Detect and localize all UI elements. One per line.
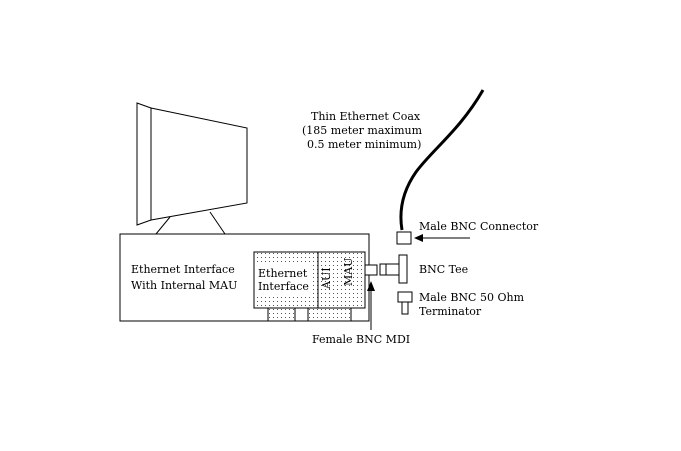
terminator-label-line1: Male BNC 50 Ohm [419, 291, 525, 304]
male-bnc-connector-label: Male BNC Connector [419, 220, 539, 233]
bnc-tee [379, 254, 408, 284]
terminator-label-line2: Terminator [419, 305, 482, 318]
mau-label: MAU [342, 258, 355, 286]
monitor [136, 102, 248, 235]
card-label-line1: Ethernet [258, 267, 308, 280]
coax-label-line3: 0.5 meter minimum) [307, 138, 421, 151]
arrow-male-bnc-connector [414, 234, 470, 242]
interface-card [253, 251, 366, 322]
coax-label-line2: (185 meter maximum [302, 124, 423, 137]
terminator [397, 291, 413, 315]
male-bnc-connector [396, 231, 412, 245]
female-bnc-mdi-connector [364, 264, 378, 276]
coax-label-line1: Thin Ethernet Coax [311, 110, 421, 123]
aui-label: AUI [320, 267, 333, 290]
arrow-female-bnc-mdi [367, 281, 375, 330]
card-label-line2: Interface [258, 280, 309, 293]
bnc-tee-label: BNC Tee [419, 263, 468, 276]
coax-cable [399, 89, 485, 231]
computer-label-line1: Ethernet Interface [131, 263, 235, 276]
female-bnc-mdi-label: Female BNC MDI [312, 333, 410, 346]
computer-label-line2: With Internal MAU [131, 279, 237, 292]
